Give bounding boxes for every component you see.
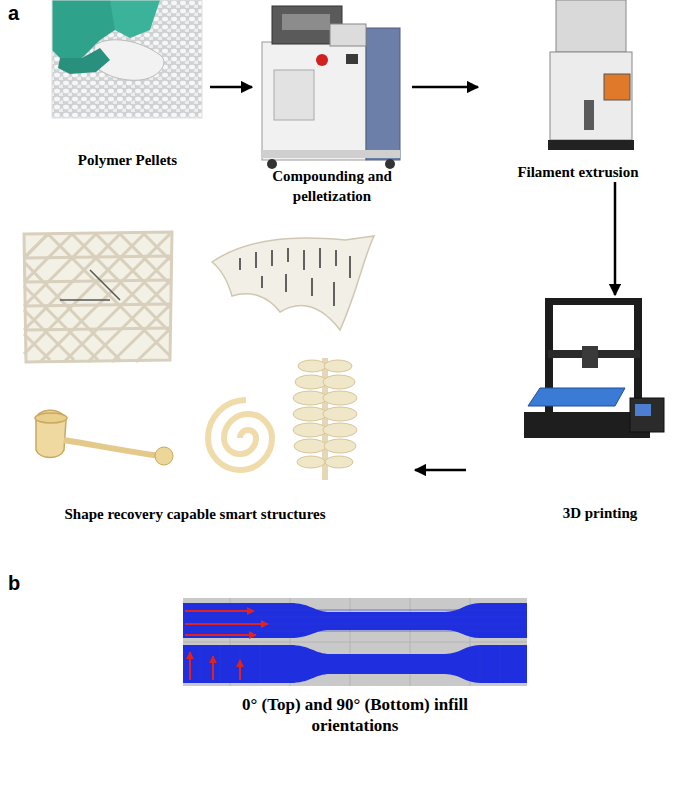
leaf-stack-part	[324, 439, 356, 453]
pellets-photo-part	[52, 0, 202, 118]
flow-arrow	[614, 182, 617, 295]
pellets-photo-part	[110, 0, 160, 38]
cup-structure-part	[35, 413, 67, 423]
step-caption: 3D printing	[563, 503, 638, 523]
infill-render-part	[189, 652, 191, 680]
cup-structure-part	[64, 440, 160, 456]
process-step: Shape recovery capable smart structures	[15, 222, 415, 524]
panel-letter: b	[8, 572, 38, 595]
desktop-3d-printer-part	[528, 388, 625, 406]
cup-structure-part	[155, 447, 173, 465]
infill-render	[183, 598, 527, 686]
wing-structure-part	[212, 236, 374, 330]
desktop-3d-printer-part	[582, 346, 598, 368]
leaf-stack-part	[323, 407, 357, 421]
pellets-photo-part	[52, 0, 202, 118]
pellets-photo-part	[58, 48, 110, 74]
leaf-stack-part	[294, 439, 326, 453]
leaf-stack-part	[298, 360, 326, 372]
process-step: Filament extrusion	[478, 0, 678, 182]
compounder-machine-part	[274, 70, 314, 120]
filament-extruder-part	[556, 0, 626, 52]
desktop-3d-printer	[524, 298, 664, 438]
lattice-sheet-part	[25, 256, 171, 330]
leaf-stack-part	[295, 375, 327, 389]
leaf-stack-part	[297, 456, 325, 468]
flow-arrow	[210, 86, 252, 89]
cup-structure-part	[36, 410, 66, 457]
lattice-sheet	[24, 232, 172, 362]
desktop-3d-printer-part	[635, 404, 651, 416]
lattice-sheet-part	[24, 232, 172, 362]
compounder-machine-part	[366, 28, 400, 160]
leaf-stack-part	[325, 456, 353, 468]
step-caption: Polymer Pellets	[78, 150, 177, 170]
infill-render-part	[200, 645, 500, 683]
infill-render-part	[183, 645, 527, 683]
leaf-stack-part	[293, 360, 357, 468]
wing-structure	[212, 236, 374, 330]
infill-render-part	[183, 610, 527, 683]
compounder-machine-part	[316, 54, 328, 66]
leaf-stack-part	[323, 391, 357, 405]
filament-extruder-part	[604, 74, 630, 100]
lattice-sheet-part	[60, 270, 120, 300]
infill-render-part	[239, 660, 241, 680]
compounder-machine-part	[282, 14, 330, 30]
infill-render-part	[212, 656, 214, 680]
cup-structure	[35, 410, 173, 465]
infill-render-part	[185, 611, 268, 680]
desktop-3d-printer-part	[630, 398, 664, 432]
step-caption: Compounding and pelletization	[252, 166, 412, 206]
leaf-stack-part	[324, 360, 352, 372]
wing-structure-part	[240, 248, 350, 306]
filament-extruder-part	[550, 52, 632, 140]
flow-arrow	[412, 86, 478, 89]
desktop-3d-printer-part	[545, 298, 642, 305]
leaf-stack-part	[293, 391, 327, 405]
wing-structure-part	[240, 248, 350, 306]
compounder-machine-part	[262, 150, 400, 158]
filament-extruder-part	[584, 100, 594, 130]
spiral-strip-part	[208, 400, 272, 470]
filament-extruder-part	[548, 140, 634, 150]
pellets-photo	[52, 0, 202, 118]
compounder-machine-part	[267, 159, 277, 169]
filament-extruder	[548, 0, 634, 150]
leaf-stack-part	[293, 423, 327, 437]
leaf-stack	[293, 358, 357, 480]
process-step: Compounding and pelletization	[252, 0, 412, 206]
leaf-stack-part	[323, 423, 357, 437]
flow-arrow	[415, 469, 466, 472]
step-caption: Shape recovery capable smart structures	[64, 504, 325, 524]
compounder-machine	[262, 6, 400, 169]
infill-render-part	[183, 598, 527, 686]
compounder-machine-part	[262, 42, 366, 160]
compounder-machine-part	[385, 159, 395, 169]
infill-render-part	[183, 603, 527, 638]
infill-render-part	[183, 598, 527, 686]
process-step: 3D printing	[466, 295, 680, 523]
lattice-sheet-part	[24, 234, 171, 362]
step-caption: Filament extrusion	[517, 162, 638, 182]
leaf-stack-part	[293, 407, 327, 421]
process-step: Polymer Pellets	[45, 0, 210, 170]
figure-caption: 0° (Top) and 90° (Bottom) infill orienta…	[230, 694, 480, 736]
lattice-sheet-part	[24, 234, 171, 362]
infill-render-part	[183, 610, 527, 631]
infill-render-part	[185, 610, 254, 612]
compounder-machine-part	[330, 24, 366, 46]
panel-letter: a	[8, 2, 38, 25]
infill-render-part	[185, 623, 268, 625]
leaf-stack-part	[323, 375, 355, 389]
infill-render-part	[183, 598, 527, 686]
compounder-machine-part	[346, 54, 358, 64]
lattice-sheet-part	[24, 234, 170, 360]
infill-render-part	[185, 634, 256, 636]
spiral-strip	[208, 400, 272, 470]
